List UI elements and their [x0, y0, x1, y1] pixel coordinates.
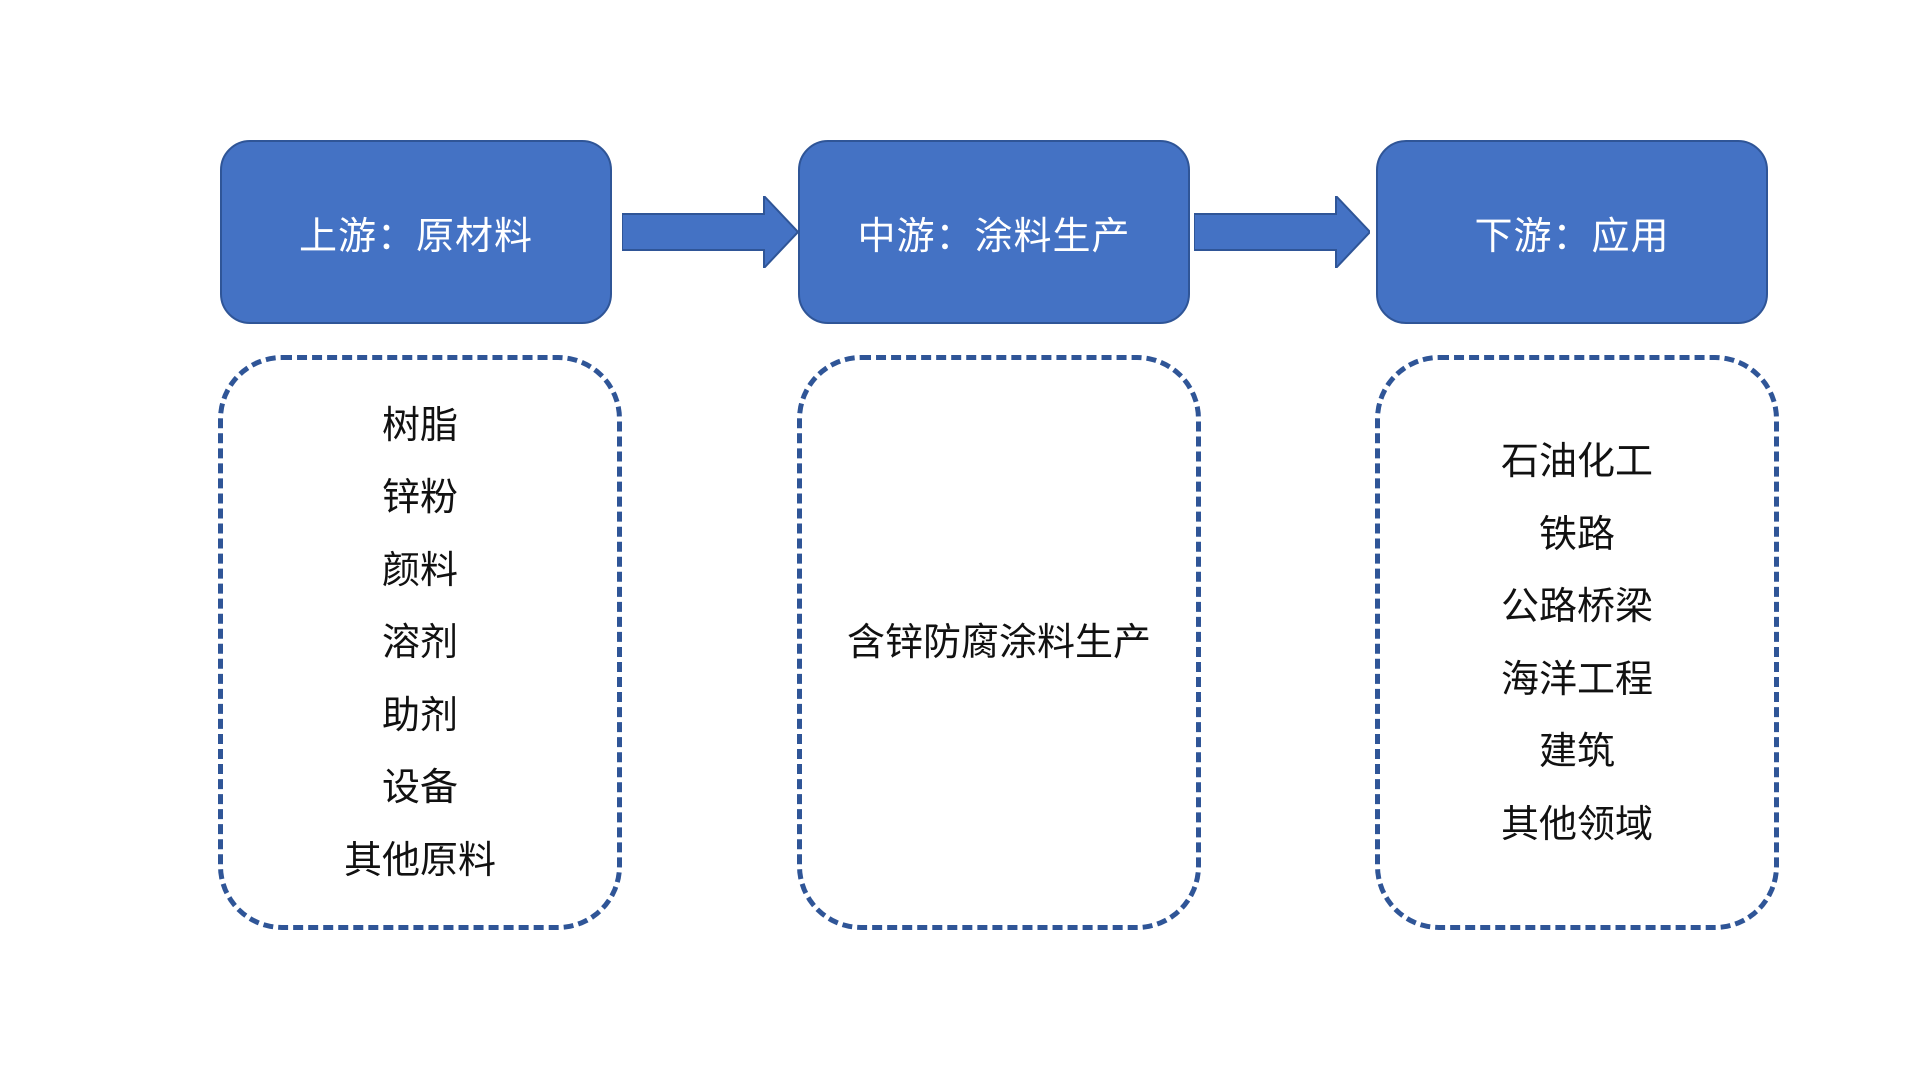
list-item: 含锌防腐涂料生产: [846, 620, 1151, 665]
detail-box-downstream: 石油化工 铁路 公路桥梁 海洋工程 建筑 其他领域: [1375, 355, 1779, 930]
list-item: 建筑: [1538, 729, 1615, 773]
list-item: 海洋工程: [1500, 656, 1653, 701]
list-item: 助剂: [381, 692, 458, 737]
stage-title-upstream: 上游：原材料: [298, 213, 533, 258]
list-item: 溶剂: [381, 620, 458, 665]
list-item: 颜料: [381, 547, 458, 592]
list-item: 其他领域: [1500, 801, 1653, 846]
stage-box-midstream: 中游：涂料生产: [798, 140, 1190, 324]
right-arrow-icon: [1194, 196, 1370, 268]
right-arrow-icon: [622, 196, 798, 268]
list-item: 树脂: [381, 402, 458, 447]
detail-box-midstream: 含锌防腐涂料生产: [797, 355, 1201, 930]
detail-box-upstream: 树脂 锌粉 颜料 溶剂 助剂 设备 其他原料: [218, 355, 622, 930]
list-item: 其他原料: [343, 837, 496, 882]
list-item: 石油化工: [1500, 439, 1653, 483]
stage-title-midstream: 中游：涂料生产: [857, 213, 1131, 258]
list-item: 铁路: [1538, 511, 1615, 556]
stage-box-upstream: 上游：原材料: [220, 140, 612, 324]
list-item: 设备: [381, 765, 458, 810]
list-item: 锌粉: [381, 475, 458, 520]
list-item: 公路桥梁: [1500, 584, 1653, 628]
stage-box-downstream: 下游：应用: [1376, 140, 1768, 324]
stage-title-downstream: 下游：应用: [1474, 213, 1670, 258]
